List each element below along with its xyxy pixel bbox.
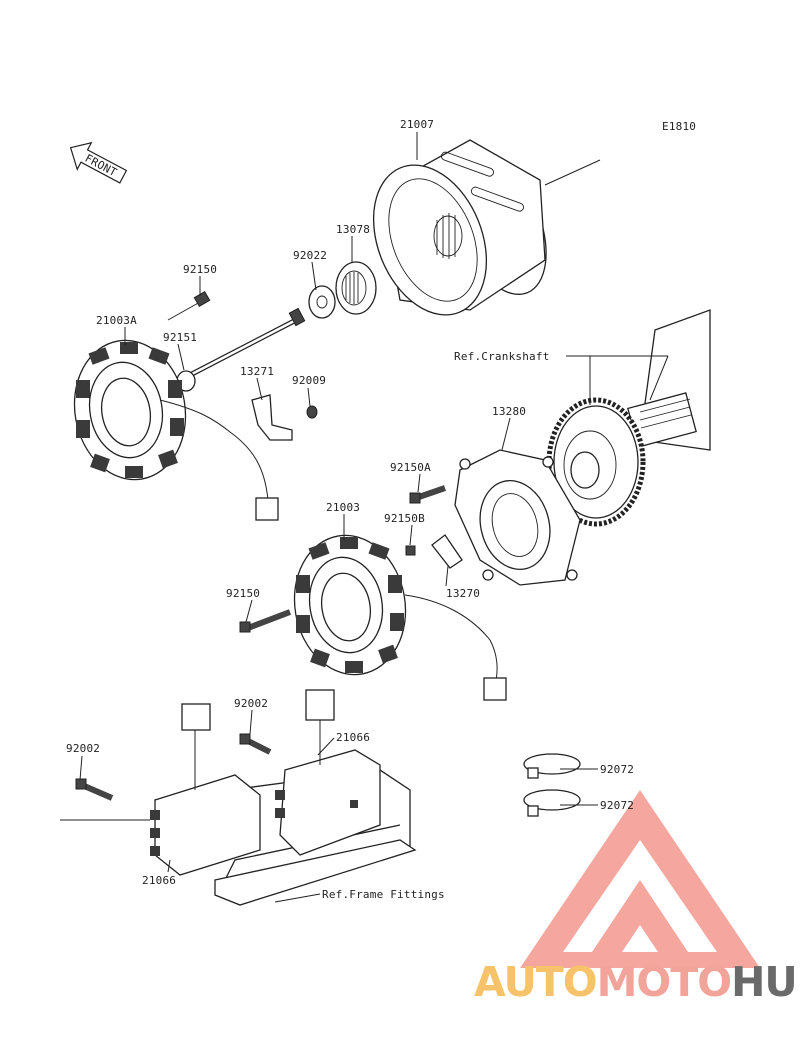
rotor-21007 <box>372 139 601 316</box>
stator-21003 <box>293 534 507 701</box>
clamp-92072-a <box>523 753 581 779</box>
holder-13271 <box>251 394 293 441</box>
cover-13280 <box>454 449 581 586</box>
label-ref-crankshaft: Ref.Crankshaft <box>454 350 550 363</box>
label-21066-right: 21066 <box>336 731 370 744</box>
bolt-92150-top <box>167 290 211 321</box>
shaft-bolt <box>188 307 306 378</box>
label-92150B: 92150B <box>384 512 425 525</box>
leader-lines <box>60 132 669 903</box>
clamp-92072-b <box>523 789 581 817</box>
label-92009: 92009 <box>292 374 326 387</box>
label-92002-mid: 92002 <box>234 697 268 710</box>
watermark-brand: AUTOMOTOHUB <box>474 958 800 1006</box>
screw-92009 <box>306 405 318 419</box>
label-92150-mid: 92150 <box>226 587 260 600</box>
bolt-92150B <box>405 545 416 556</box>
diagram-code: E1810 <box>662 120 696 133</box>
watermark-hub: HUB <box>731 958 800 1006</box>
label-92151: 92151 <box>163 331 197 344</box>
label-92072-b: 92072 <box>600 799 634 812</box>
part-labels: 21007 13078 92022 92150 21003A 92151 132… <box>66 118 634 901</box>
gear-sprocket <box>546 397 646 527</box>
label-13270: 13270 <box>446 587 480 600</box>
stator-21003A <box>73 339 279 521</box>
watermark-moto: MOTO <box>596 958 732 1006</box>
label-92022: 92022 <box>293 249 327 262</box>
label-21066-left: 21066 <box>142 874 176 887</box>
bolt-92002-mid <box>239 733 272 755</box>
label-21003A: 21003A <box>96 314 137 327</box>
label-92002-left: 92002 <box>66 742 100 755</box>
bolt-92002-left <box>75 778 114 801</box>
starter-gear-13078 <box>335 261 377 315</box>
label-13271: 13271 <box>240 365 274 378</box>
label-ref-frame-fittings: Ref.Frame Fittings <box>322 888 445 901</box>
label-92150-top: 92150 <box>183 263 217 276</box>
watermark-logo <box>520 790 760 968</box>
label-21003: 21003 <box>326 501 360 514</box>
label-21007: 21007 <box>400 118 434 131</box>
label-92072-a: 92072 <box>600 763 634 776</box>
front-label: FRONT <box>83 152 119 180</box>
bolt-92150-mid <box>239 609 292 633</box>
crankshaft <box>627 309 711 451</box>
bolt-92150A <box>409 485 446 504</box>
regulator-21066-right <box>275 689 381 856</box>
plate-13270 <box>431 534 463 569</box>
regulator-21066-left <box>150 703 261 876</box>
washer-92022 <box>308 285 336 319</box>
watermark-auto: AUTO <box>474 958 598 1006</box>
label-92150A: 92150A <box>390 461 431 474</box>
label-13078: 13078 <box>336 223 370 236</box>
front-arrow-icon: FRONT <box>69 141 128 184</box>
label-13280: 13280 <box>492 405 526 418</box>
